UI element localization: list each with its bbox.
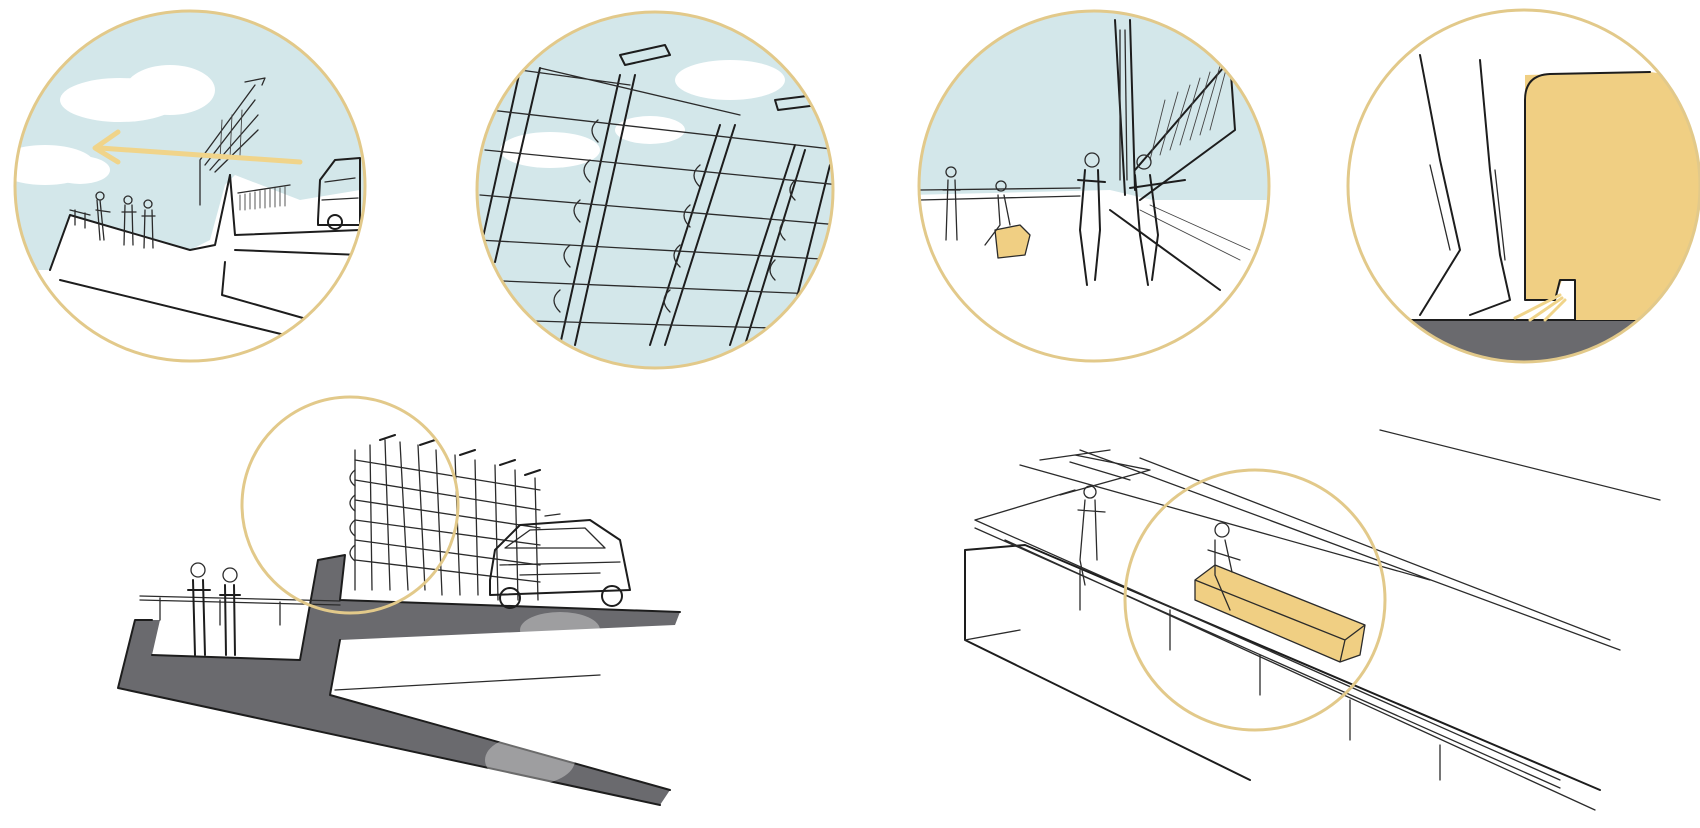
facade-crossbars <box>477 67 833 331</box>
vignette-overlook <box>13 9 367 363</box>
vignette-bench-detail <box>1346 8 1700 364</box>
seat-block <box>995 225 1030 258</box>
highlight-ring <box>1123 468 1387 732</box>
road-edge-line <box>229 174 361 236</box>
shade-smudge <box>485 735 575 785</box>
car <box>489 513 631 609</box>
light-beams <box>1513 293 1567 322</box>
vignette-promenade <box>917 9 1271 363</box>
roadside-hatch <box>237 184 291 211</box>
seat-block-outline <box>994 224 1031 259</box>
railing <box>69 209 91 229</box>
vignette-lamp-facade <box>475 10 835 370</box>
standing-person <box>1077 485 1106 586</box>
facade-grid <box>349 434 541 601</box>
car <box>317 157 361 230</box>
vignette-ring <box>1346 8 1700 364</box>
cloud-group <box>15 65 215 185</box>
highlight-ring <box>240 395 460 615</box>
upper-step-line <box>49 174 231 271</box>
balcony-frame <box>974 449 1151 521</box>
walking-legs <box>1419 54 1511 316</box>
vignette-ring <box>917 9 1271 363</box>
section-outline <box>117 554 681 806</box>
railing <box>139 595 341 626</box>
people-group <box>187 562 241 656</box>
ground-paper <box>919 190 1269 361</box>
vignette-ring <box>13 9 367 363</box>
handrail <box>974 519 1596 811</box>
parapet-edge <box>964 629 1021 641</box>
vignette-ring <box>475 10 835 370</box>
bench-block <box>1525 72 1700 320</box>
cup-brackets <box>553 119 796 313</box>
lamp-facade <box>199 77 266 206</box>
inner-slab-line <box>334 674 601 691</box>
standing-person <box>942 166 961 241</box>
bench-outline <box>1524 71 1651 321</box>
lower-step-line <box>221 261 311 321</box>
sitting-person <box>984 180 1011 246</box>
deck-line <box>1019 449 1621 651</box>
walking-couple <box>1077 152 1186 286</box>
people-group <box>95 191 156 249</box>
concrete-section <box>118 555 680 805</box>
deck-line <box>1379 429 1661 501</box>
shade-smudge <box>520 612 600 648</box>
distant-facade <box>1114 19 1236 201</box>
floor-slab <box>1348 320 1700 362</box>
stepped-section-drawing <box>117 395 681 806</box>
road-curb <box>1109 209 1221 291</box>
road-lower-line <box>234 249 361 256</box>
slab-underside-line <box>59 279 286 336</box>
bench-axonometric-drawing <box>964 429 1661 811</box>
railing-posts <box>1079 569 1441 781</box>
sky-fill <box>919 11 1269 200</box>
wind-arrow <box>92 129 303 165</box>
sitting-person <box>1207 522 1241 611</box>
